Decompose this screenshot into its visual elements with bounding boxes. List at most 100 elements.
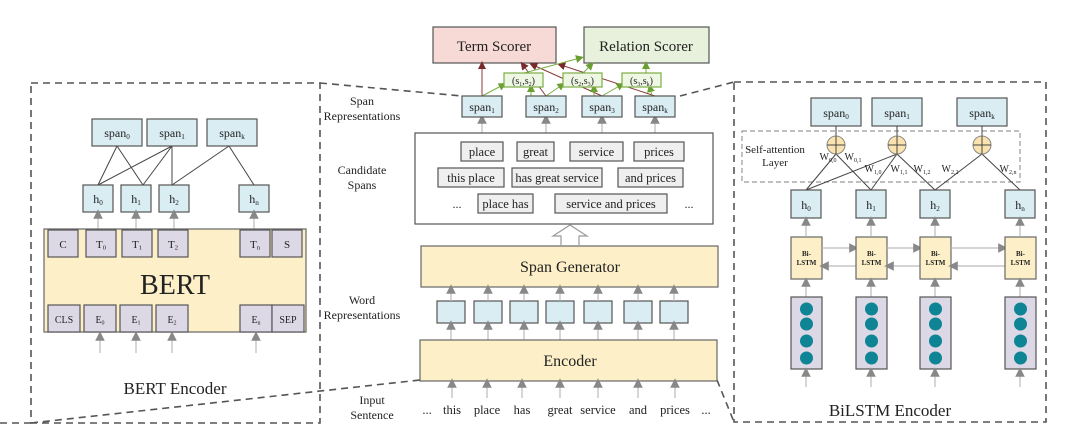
- bert-output-token-box: [47, 229, 79, 258]
- attention-weight-label: W0,0: [820, 152, 837, 164]
- relation-scorer-label: Relation Scorer: [599, 39, 693, 55]
- candidate-span-chip: [511, 167, 603, 188]
- span-rep-label-base: span: [589, 100, 611, 114]
- bert-input-embedding-box: [155, 304, 189, 333]
- bert-span-box: [206, 118, 258, 147]
- span-rep-box: [581, 95, 623, 118]
- bilstm-hidden-box: [855, 189, 887, 219]
- bert-span-label: spank: [219, 126, 245, 141]
- bilstm-cell-label-line2: LSTM: [797, 259, 817, 267]
- embedding-unit-dot: [929, 334, 942, 348]
- span-pair-first: 3: [637, 82, 640, 88]
- attention-weight-base: W: [942, 164, 952, 175]
- bert-encoder-title: BERT Encoder: [123, 379, 226, 398]
- bilstm-cell-label-line2: LSTM: [926, 259, 946, 267]
- span-pair-second: 3: [588, 82, 591, 88]
- span-to-pair-arrow: [601, 82, 625, 97]
- self-attention-layer-frame: [741, 130, 1021, 183]
- bert-hidden-box: [120, 184, 152, 213]
- bert-span-hidden-link: [97, 145, 118, 186]
- embedding-unit-dot: [929, 317, 942, 331]
- scorer-connections: [477, 55, 660, 142]
- span-rep-box: [525, 95, 567, 118]
- candidate-span-text: great: [523, 145, 549, 159]
- input-token: has: [514, 403, 531, 417]
- embedding-unit-dot: [865, 351, 878, 365]
- embedding-unit-dot: [1014, 317, 1027, 331]
- attention-weight-subscript: 2,2: [951, 170, 959, 176]
- attention-weight-subscript: 1,1: [900, 170, 908, 176]
- attention-weight-link: [805, 153, 898, 191]
- bert-input-embedding-label-subscript: 2: [174, 321, 177, 327]
- input-token: service: [580, 403, 616, 417]
- bert-output-token-label: T1: [132, 239, 142, 252]
- pair-to-relation-arrow: [523, 55, 584, 74]
- candidate-span-chip: [617, 167, 684, 188]
- span-pair-box: [562, 72, 603, 88]
- embedding-unit-dot: [865, 317, 878, 331]
- zoom-connector-right-bottom: [716, 379, 735, 423]
- span-pair-close: ): [532, 76, 535, 87]
- bert-input-embedding-label-base: SEP: [279, 315, 297, 326]
- span-rep-box: [634, 95, 676, 118]
- span-pair-first: 2: [578, 82, 581, 88]
- bilstm-span-label-base: span: [823, 106, 845, 120]
- bilstm-hidden-box: [790, 189, 822, 219]
- zoom-connector-left-bottom: [30, 379, 421, 424]
- bilstm-hidden-label-subscript: n: [1021, 205, 1025, 213]
- attention-weight-base: W: [891, 164, 901, 175]
- span-rep-box: [461, 95, 503, 118]
- bert-output-token-label: T0: [96, 239, 107, 252]
- span-pair-close: ): [650, 76, 653, 87]
- bert-output-token-box: [157, 229, 189, 258]
- bilstm-span-label-subscript: 1: [906, 113, 910, 121]
- bert-output-token-label: S: [284, 239, 290, 251]
- span-to-pair-arrow: [647, 84, 655, 97]
- encoder-box: [419, 339, 718, 382]
- bert-span-label-base: span: [219, 126, 241, 140]
- attention-weight-subscript: 2,n: [1009, 170, 1017, 176]
- bert-span-connections: [97, 145, 255, 186]
- span-rep-label: span1: [469, 100, 495, 115]
- input-token: and: [629, 403, 648, 417]
- span-generator-label: Span Generator: [520, 259, 621, 276]
- bilstm-span-box: [810, 97, 862, 127]
- bert-output-token-label-base: S: [284, 239, 290, 251]
- bilstm-hidden-label: h2: [930, 198, 940, 213]
- relation-scorer-box: [583, 26, 710, 64]
- bert-output-token-label-subscript: n: [257, 245, 261, 252]
- bert-input-embedding-label: E0: [95, 315, 104, 327]
- bert-hidden-label-base: h: [249, 192, 255, 206]
- candidate-span-chip: [477, 193, 534, 214]
- span-rep-label-base: span: [469, 100, 491, 114]
- input-sentence-label-line2: Sentence: [350, 408, 393, 422]
- span-to-pair-arrow: [481, 83, 507, 97]
- input-sentence-label-line1: Input: [359, 393, 385, 407]
- bilstm-cell-label-line2: LSTM: [862, 259, 882, 267]
- bilstm-span-label: span0: [823, 106, 849, 121]
- span-pair-second: k: [647, 82, 650, 88]
- embedding-unit-dot: [865, 302, 878, 316]
- bert-output-token-box: [271, 229, 303, 258]
- bilstm-cell-label-line1: Bi-: [867, 250, 877, 258]
- bert-input-embedding-label-subscript: n: [258, 321, 261, 327]
- bert-output-token-label-base: T: [168, 239, 175, 251]
- embedding-unit-dot: [800, 302, 813, 316]
- embedding-unit-dot: [1014, 302, 1027, 316]
- bert-input-embedding-label-base: CLS: [55, 315, 73, 326]
- embedding-unit-dot: [800, 317, 813, 331]
- bert-input-embedding-box: [271, 304, 305, 333]
- bilstm-span-label-subscript: 0: [845, 113, 849, 121]
- self-attention-label-line2: Layer: [762, 157, 788, 169]
- bert-output-token-label-subscript: 2: [175, 245, 178, 252]
- candidate-span-chip: [460, 141, 504, 162]
- attention-weight-subscript: 1,2: [923, 170, 931, 176]
- span-rep-label: span3: [589, 100, 615, 115]
- attention-weight-base: W: [865, 164, 875, 175]
